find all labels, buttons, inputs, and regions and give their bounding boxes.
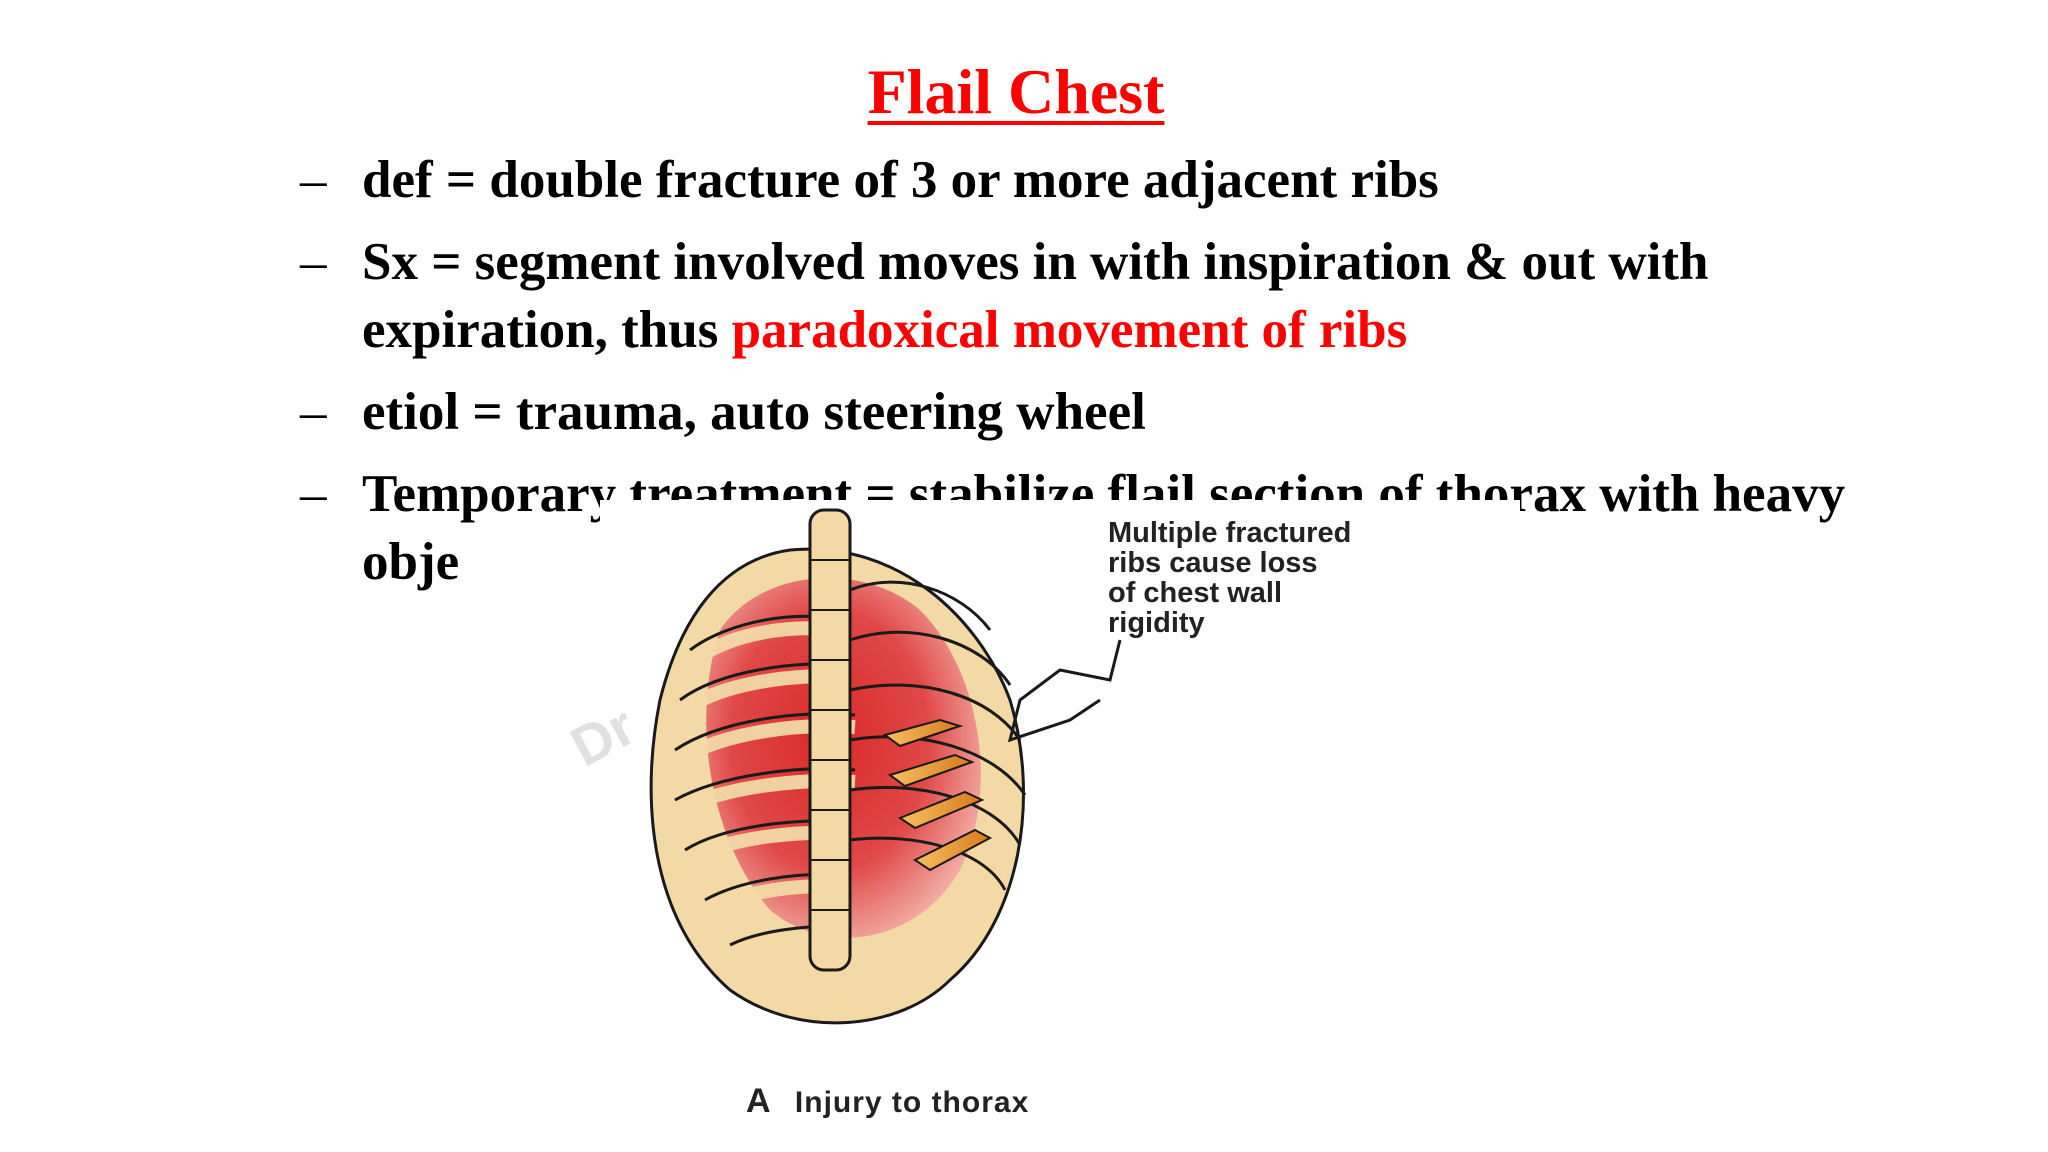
bullet-dash: – [300,383,327,441]
bullet-highlight: paradoxical movement of ribs [731,301,1408,359]
bullet-text: etiol = trauma, auto steering wheel [362,383,1146,441]
vertebrae [810,559,850,911]
bullet-definition: – def = double fracture of 3 or more adj… [300,146,1860,214]
fractured-ribs [882,718,993,872]
figure-annotation: Multiple fractured ribs cause loss of ch… [1108,517,1352,639]
bullet-etiology: – etiol = trauma, auto steering wheel [300,378,1860,446]
rib-cage-figure: Multiple fractured ribs cause loss of ch… [600,500,1520,1140]
bullet-text: def = double fracture of 3 or more adjac… [362,151,1439,209]
bullet-dash: – [300,151,327,209]
bullet-dash: – [300,465,327,523]
annotation-pointer [1007,639,1122,743]
slide-title: Flail Chest [867,56,1165,127]
figure-caption-letter: A [746,1082,772,1120]
figure-caption: A Injury to thorax [746,1082,1029,1121]
bullet-symptoms: – Sx = segment involved moves in with in… [300,228,1860,364]
spine [808,508,852,972]
figure-caption-text: Injury to thorax [794,1086,1030,1119]
bullet-text: Sx = segment involved moves in with insp… [362,233,1709,359]
rib-cage-illustration [649,508,1122,1025]
bullet-dash: – [300,233,327,291]
